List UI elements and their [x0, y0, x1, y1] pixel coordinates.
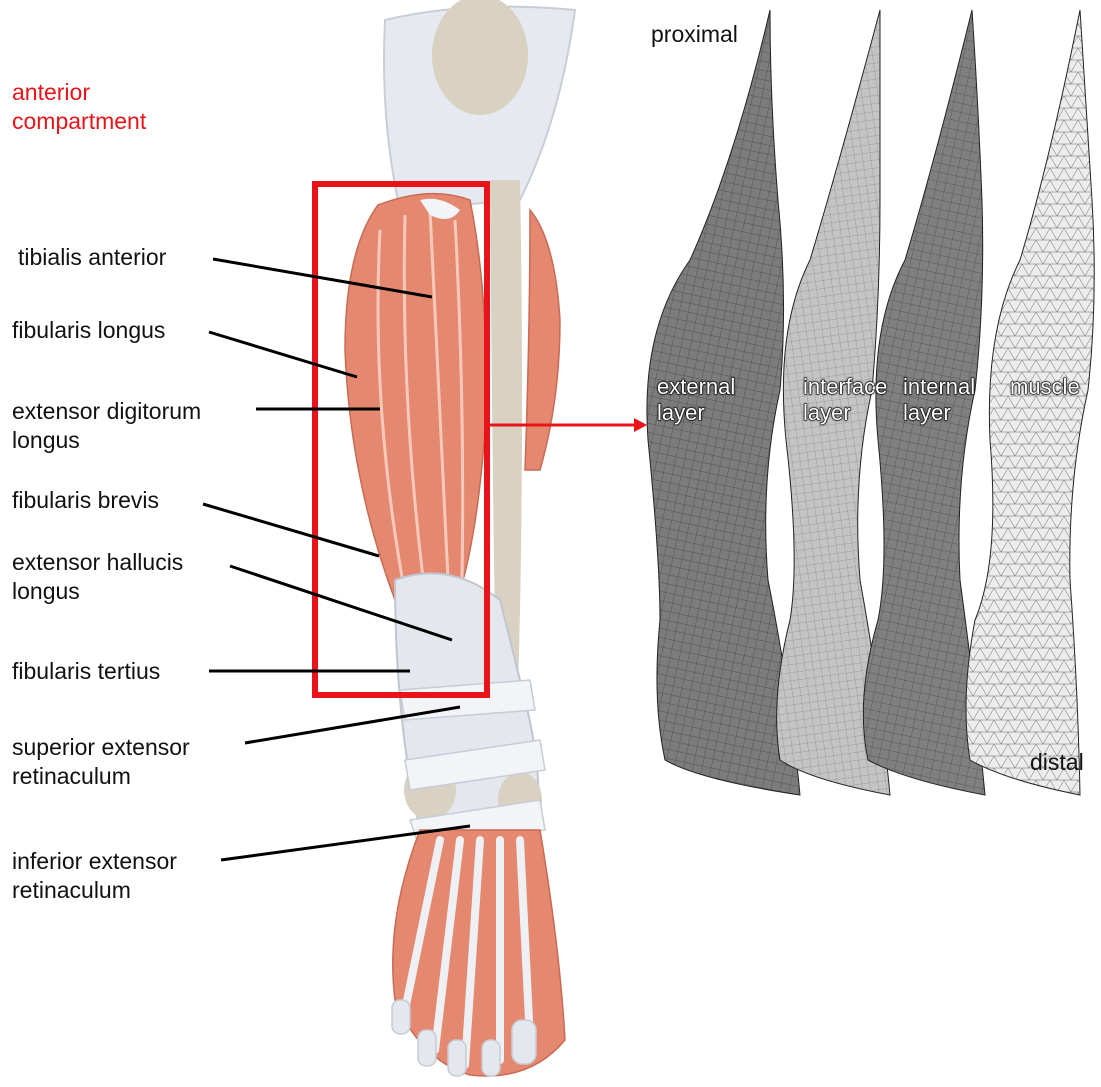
leader-line-fibularis-longus	[209, 332, 357, 377]
mesh-label-muscle: muscle	[1010, 374, 1080, 400]
mesh-label-line: layer	[803, 400, 887, 426]
label-line: tibialis anterior	[18, 243, 166, 272]
toe	[512, 1020, 536, 1064]
mesh-label-line: muscle	[1010, 374, 1080, 400]
mesh-label-line: internal	[903, 374, 975, 400]
compartment-label: anterior compartment	[12, 78, 146, 136]
label-line: retinaculum	[12, 762, 190, 791]
arrow-head	[634, 418, 647, 432]
label-extensor-hallucis-longus: extensor hallucis longus	[12, 548, 183, 606]
mesh-label-internal-layer: internal layer	[903, 374, 975, 426]
patella-bone	[432, 0, 528, 115]
label-line: fibularis longus	[12, 316, 165, 345]
distal-label: distal	[1030, 748, 1084, 777]
lateral-muscle	[525, 210, 560, 470]
retinaculum-bands	[400, 680, 545, 850]
label-line: longus	[12, 426, 201, 455]
label-inferior-extensor-retinaculum: inferior extensor retinaculum	[12, 847, 177, 905]
label-tibialis-anterior: tibialis anterior	[18, 243, 166, 272]
compartment-label-line: compartment	[12, 107, 146, 136]
mesh-label-line: layer	[657, 400, 735, 426]
mesh-label-line: external	[657, 374, 735, 400]
anterior-muscle-mass	[345, 194, 486, 640]
label-fibularis-brevis: fibularis brevis	[12, 486, 159, 515]
mesh-label-line: interface	[803, 374, 887, 400]
compartment-label-line: anterior	[12, 78, 146, 107]
label-superior-extensor-retinaculum: superior extensor retinaculum	[12, 733, 190, 791]
label-line: fibularis brevis	[12, 486, 159, 515]
label-line: inferior extensor	[12, 847, 177, 876]
label-line: extensor digitorum	[12, 397, 201, 426]
toe	[418, 1030, 436, 1066]
label-fibularis-longus: fibularis longus	[12, 316, 165, 345]
label-line: superior extensor	[12, 733, 190, 762]
label-line: retinaculum	[12, 876, 177, 905]
label-line: extensor hallucis	[12, 548, 183, 577]
toe	[482, 1040, 500, 1076]
toe	[448, 1040, 466, 1076]
mesh-label-line: layer	[903, 400, 975, 426]
leg-illustration	[315, 0, 575, 1076]
label-line: longus	[12, 577, 183, 606]
mesh-label-external-layer: external layer	[657, 374, 735, 426]
label-extensor-digitorum-longus: extensor digitorum longus	[12, 397, 201, 455]
toe	[392, 1000, 410, 1034]
label-line: fibularis tertius	[12, 657, 160, 686]
proximal-label: proximal	[651, 20, 738, 49]
leader-line-fibularis-brevis	[203, 504, 379, 556]
label-fibularis-tertius: fibularis tertius	[12, 657, 160, 686]
mesh-label-interface-layer: interface layer	[803, 374, 887, 426]
